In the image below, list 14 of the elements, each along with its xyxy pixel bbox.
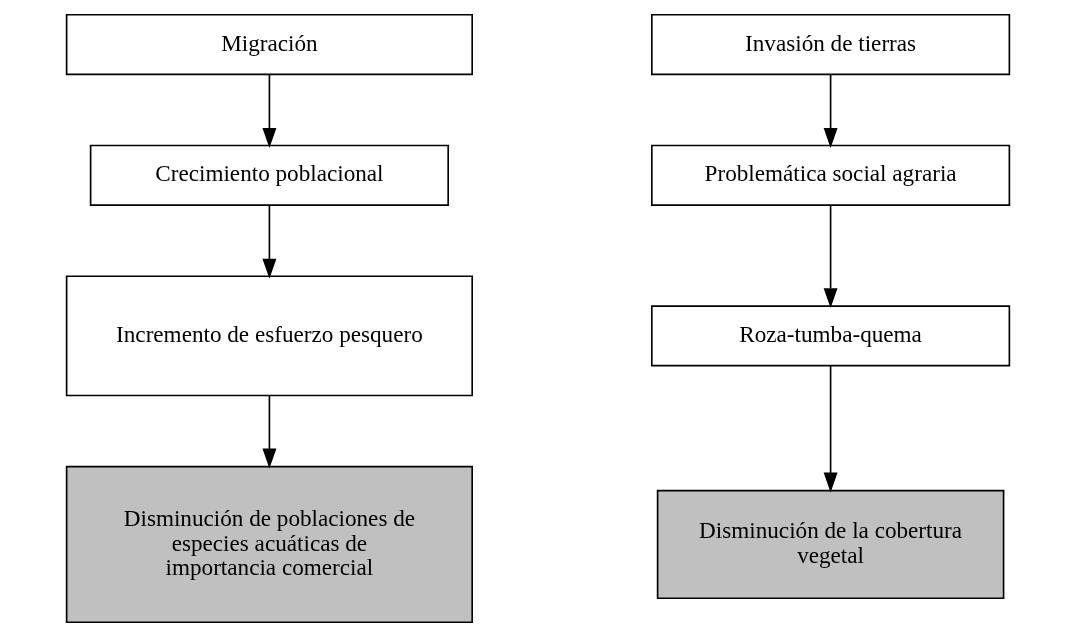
arrow (262, 73, 277, 148)
arrow (823, 365, 838, 493)
node-box: Crecimiento poblacional (89, 144, 449, 206)
node-box: Disminución de poblaciones de especies acuáticas de importancia comercial (65, 465, 474, 624)
node-box: Incremento de esfuerzo pesquero (65, 275, 474, 397)
node-box: Invasión de tierras (650, 13, 1011, 76)
node-box: Disminución de la cobertura vegetal (656, 489, 1005, 600)
node-box: Migración (65, 13, 474, 76)
arrow (262, 395, 277, 469)
node-box: Roza-tumba-quema (650, 305, 1011, 367)
node-box: Problemática social agraria (650, 144, 1011, 206)
arrow (823, 204, 838, 309)
arrow (823, 73, 838, 148)
arrow (262, 204, 277, 279)
